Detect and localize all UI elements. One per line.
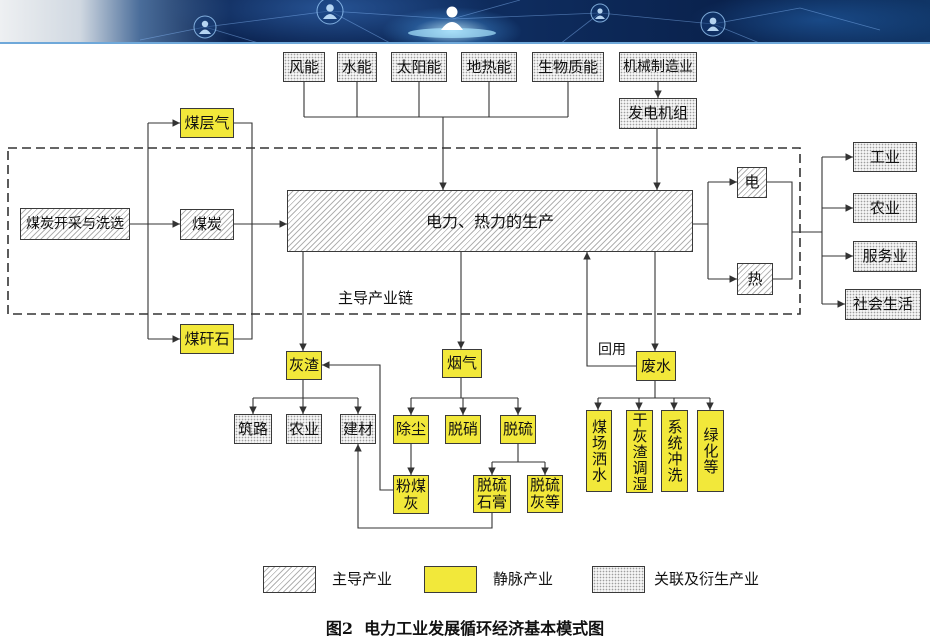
user-icon-body <box>199 29 211 34</box>
user-icon-ring <box>316 0 344 25</box>
connector-gypsum-to-building-materials <box>354 444 493 529</box>
consumer-industry: 工业 <box>853 142 917 172</box>
legend-swatch-related-industry <box>592 566 645 593</box>
connector-wastewater-reuse <box>583 252 636 367</box>
wastewater-use-yard-spraying: 煤场洒水 <box>586 410 612 492</box>
legend-label-vein-industry: 静脉产业 <box>493 570 554 588</box>
desulfurization-ash-box: 脱硫灰等 <box>527 475 563 513</box>
connector-renewables-bus <box>303 82 569 118</box>
legend-label-related-industry: 关联及衍生产业 <box>654 570 760 588</box>
connector-ash-uses-bus <box>253 380 358 399</box>
user-icon-head <box>597 8 603 14</box>
heat-box: 热 <box>737 263 773 295</box>
wastewater-use-ash-humidifying: 干灰渣调湿 <box>626 410 653 493</box>
flue-gas-box: 烟气 <box>442 349 482 378</box>
treatment-desulfurization: 脱硫 <box>500 415 536 444</box>
connector-wastewater-uses-bus <box>598 381 710 399</box>
power-heat-production-box: 电力、热力的生产 <box>287 190 693 252</box>
user-icon-body <box>707 26 719 31</box>
energy-source-solar: 太阳能 <box>391 52 447 82</box>
desulfurization-gypsum-box: 脱硫石膏 <box>473 475 511 513</box>
coal-box: 煤炭 <box>180 209 234 240</box>
legend: 主导产业 静脉产业 关联及衍生产业 <box>263 562 783 596</box>
network-lines <box>139 0 881 42</box>
fly-ash-box: 粉煤灰 <box>393 475 429 514</box>
wastewater-use-greening: 绿化等 <box>697 410 724 492</box>
coal-mining-box: 煤炭开采与洗选 <box>20 208 130 240</box>
user-icon <box>441 6 463 30</box>
legend-label-leading-industry: 主导产业 <box>332 570 393 588</box>
user-icon-body <box>323 14 337 19</box>
wastewater-box: 废水 <box>636 351 676 381</box>
reuse-label: 回用 <box>598 342 626 358</box>
user-icon <box>193 15 217 39</box>
main-chain-dashed-frame <box>7 147 801 315</box>
connector-methane-gangue-merge <box>234 122 253 340</box>
ash-slag-box: 灰渣 <box>286 351 322 380</box>
ash-use-building-materials: 建材 <box>340 414 376 444</box>
banner-network-graphic <box>139 0 881 42</box>
figure-caption: 图2 电力工业发展循环经济基本模式图 <box>325 619 605 638</box>
generator-set-box: 发电机组 <box>619 98 697 129</box>
main-chain-label: 主导产业链 <box>338 289 414 307</box>
consumer-agriculture: 农业 <box>853 193 917 223</box>
consumer-social-life: 社会生活 <box>845 289 921 320</box>
header-banner <box>0 0 930 44</box>
user-icon-body <box>441 22 463 30</box>
connector-outputs-to-consumers-bus <box>767 157 823 304</box>
ash-use-agriculture: 农业 <box>286 414 322 444</box>
connector-desulfurization-bus <box>492 444 545 463</box>
user-icon-head <box>326 4 334 12</box>
consumer-services: 服务业 <box>853 241 917 272</box>
user-icon-head <box>446 6 458 18</box>
coalbed-methane-box: 煤层气 <box>180 108 234 138</box>
ash-use-road-building: 筑路 <box>234 414 272 444</box>
connector-flue-gas-bus <box>411 378 518 399</box>
energy-source-biomass: 生物质能 <box>532 52 604 82</box>
electricity-box: 电 <box>737 167 767 198</box>
legend-swatch-vein-industry <box>424 566 477 593</box>
user-icon <box>590 3 610 23</box>
user-icon-head <box>709 17 717 25</box>
connector-production-outputs-branch <box>693 182 709 279</box>
energy-source-hydro: 水能 <box>337 52 377 82</box>
treatment-denitrification: 脱硝 <box>445 415 481 444</box>
treatment-dust-removal: 除尘 <box>393 415 429 444</box>
energy-source-wind: 风能 <box>283 52 325 82</box>
wastewater-use-system-flushing: 系统冲洗 <box>661 410 688 492</box>
user-icon-body <box>595 15 605 19</box>
coal-gangue-box: 煤矸石 <box>180 324 234 354</box>
user-icon <box>700 11 726 37</box>
connector-fly-ash-to-ash <box>322 361 393 491</box>
user-icon <box>316 0 344 25</box>
banner-glow <box>408 28 496 38</box>
machinery-manufacturing-box: 机械制造业 <box>619 52 697 82</box>
energy-source-geothermal: 地热能 <box>461 52 517 82</box>
legend-swatch-leading-industry <box>263 566 316 593</box>
user-icon-head <box>201 20 209 28</box>
